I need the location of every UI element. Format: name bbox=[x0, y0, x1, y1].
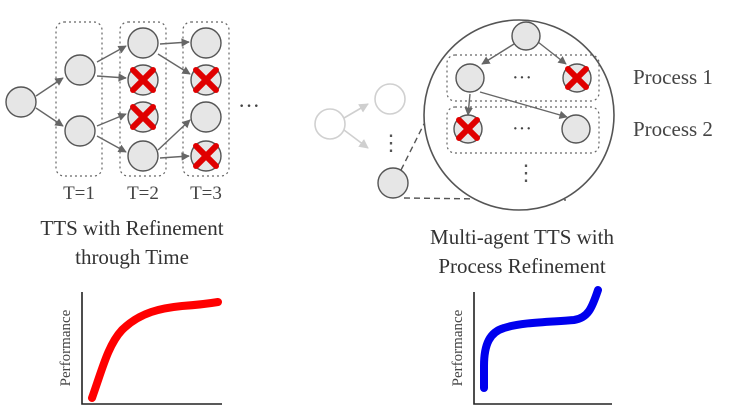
process-vertical-ellipsis: ⋮ bbox=[515, 160, 537, 185]
right-diagram: ⋮ ··· ··· ⋮ Process 1 Process 2 M bbox=[314, 19, 713, 278]
node-t3-c bbox=[190, 101, 222, 133]
process1-ellipsis: ··· bbox=[512, 67, 532, 89]
ghost-node bbox=[374, 83, 406, 115]
left-ellipsis: ··· bbox=[238, 93, 260, 118]
x-mark-icon bbox=[130, 67, 156, 93]
zoom-line-top bbox=[400, 97, 438, 171]
x-mark-icon bbox=[456, 117, 480, 141]
right-caption-line2: Process Refinement bbox=[438, 254, 606, 278]
right-plot-axes bbox=[473, 292, 612, 405]
process-label-1: Process 1 bbox=[633, 65, 713, 89]
right-caption-line1: Multi-agent TTS with bbox=[430, 225, 614, 249]
left-caption-line1: TTS with Refinement bbox=[40, 216, 223, 240]
left-edges bbox=[35, 38, 191, 161]
node-t2-d bbox=[127, 140, 159, 172]
left-plot-ylabel: Performance bbox=[58, 309, 74, 386]
time-box-t1 bbox=[55, 21, 103, 177]
left-performance-plot: Performance bbox=[58, 292, 222, 405]
left-plot-axes bbox=[81, 292, 222, 405]
left-performance-curve bbox=[88, 298, 222, 402]
process2-node-b bbox=[561, 114, 591, 144]
right-performance-plot: Performance bbox=[450, 286, 612, 405]
time-box-t2 bbox=[119, 21, 167, 177]
time-label-t1: T=1 bbox=[63, 183, 95, 204]
ghost-vertical-ellipsis: ⋮ bbox=[380, 130, 402, 155]
right-performance-curve bbox=[480, 286, 602, 392]
x-mark-icon bbox=[130, 104, 156, 130]
left-tree: ··· T=1 T=2 T=3 TTS with Refinement thro… bbox=[5, 21, 260, 269]
process-label-2: Process 2 bbox=[633, 117, 713, 141]
node-t1-b bbox=[64, 115, 96, 147]
time-box-t3 bbox=[182, 21, 230, 177]
selected-node bbox=[377, 167, 409, 199]
right-plot-ylabel: Performance bbox=[450, 309, 466, 386]
x-mark-icon bbox=[193, 67, 219, 93]
node-t2-a bbox=[127, 27, 159, 59]
node-t1-a bbox=[64, 54, 96, 86]
ghost-root-node bbox=[314, 108, 346, 140]
time-label-t2: T=2 bbox=[127, 183, 159, 204]
root-node bbox=[5, 86, 37, 118]
node-t3-a bbox=[190, 27, 222, 59]
x-mark-icon bbox=[193, 143, 219, 169]
process2-ellipsis: ··· bbox=[512, 118, 532, 140]
inner-root-node bbox=[511, 21, 541, 51]
left-caption-line2: through Time bbox=[75, 245, 189, 269]
time-label-t3: T=3 bbox=[190, 183, 222, 204]
process1-node-a bbox=[455, 63, 485, 93]
x-mark-icon bbox=[565, 66, 589, 90]
